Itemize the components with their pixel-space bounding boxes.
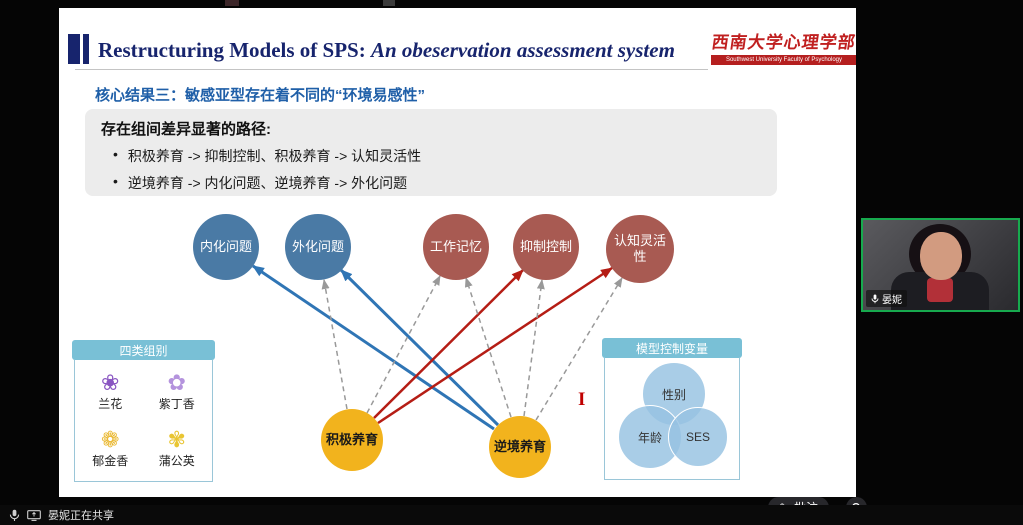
- title-accent-bars: [68, 34, 89, 64]
- slide-title-main: Restructuring Models of SPS:: [98, 38, 366, 62]
- group-label: 紫丁香: [158, 397, 195, 412]
- group-label: 郁金香: [92, 453, 129, 468]
- tulip-icon: ❁: [101, 426, 120, 452]
- node-adverse-parenting: 逆境养育: [489, 416, 551, 478]
- arrow-positive-to-externalizing-ns: [321, 279, 348, 410]
- slide-title: Restructuring Models of SPS: An obeserva…: [98, 38, 718, 63]
- significant-pathways-box: 存在组间差异显著的路径: • 积极养育 -> 抑制控制、积极养育 -> 认知灵活…: [85, 109, 777, 196]
- university-logo-english: Southwest University Faculty of Psycholo…: [711, 55, 856, 65]
- group-orchid: ❀ 兰花: [77, 364, 144, 421]
- lilac-icon: ✿: [167, 370, 186, 396]
- mic-icon: [871, 294, 879, 303]
- venn-age: 年龄: [618, 405, 682, 469]
- screen-share-icon[interactable]: [27, 509, 41, 521]
- group-lilac: ✿ 紫丁香: [144, 364, 211, 421]
- node-externalizing-problems: 外化问题: [285, 214, 351, 280]
- arrow-positive-to-workingmemory-ns: [366, 275, 441, 414]
- sharing-status-text: 晏妮正在共享: [48, 510, 114, 522]
- participant-name-badge: 晏妮: [866, 290, 907, 307]
- group-label: 蒲公英: [158, 453, 195, 468]
- node-inhibitory-control: 抑制控制: [513, 214, 579, 280]
- title-divider: [75, 69, 708, 70]
- university-logo: 西南大学心理学部 Southwest University Faculty of…: [710, 28, 856, 65]
- university-logo-chinese: 西南大学心理学部: [710, 33, 856, 52]
- group-dandelion: ✾ 蒲公英: [144, 421, 211, 478]
- shared-slide: Restructuring Models of SPS: An obeserva…: [59, 8, 856, 497]
- window-artifact: [383, 0, 395, 6]
- slide-title-italic: An obeservation assessment system: [370, 38, 675, 62]
- bullet-dot: •: [113, 146, 118, 162]
- flower-grid: ❀ 兰花 ✿ 紫丁香 ❁ 郁金香 ✾ 蒲公英: [75, 360, 212, 481]
- pathways-title: 存在组间差异显著的路径:: [101, 121, 271, 138]
- arrow-adverse-to-inhibitory-ns: [523, 279, 545, 417]
- arrow-adverse-to-internalizing: [252, 264, 495, 431]
- pathway-item: • 逆境养育 -> 内化问题、逆境养育 -> 外化问题: [113, 173, 761, 193]
- meeting-status-bar: 晏妮正在共享: [0, 505, 1023, 525]
- groups-legend-title: 四类组别: [72, 340, 215, 360]
- slide-heading: 核心结果三：敏感亚型存在着不同的“环境易感性”: [95, 87, 426, 104]
- venn-ses: SES: [668, 407, 728, 467]
- group-tulip: ❁ 郁金香: [77, 421, 144, 478]
- window-artifact: [225, 0, 239, 6]
- control-variables-title: 模型控制变量: [602, 338, 742, 358]
- arrow-adverse-to-workingmemory-ns: [464, 277, 512, 418]
- mic-status-icon[interactable]: [9, 509, 20, 522]
- avatar-scarf: [927, 278, 953, 302]
- significance-marker: I: [578, 389, 586, 410]
- participant-name: 晏妮: [882, 295, 902, 306]
- arrow-adverse-to-externalizing: [339, 268, 500, 427]
- control-variables-box: 模型控制变量 性别 年龄 SES: [602, 338, 742, 480]
- pathway-text: 逆境养育 -> 内化问题、逆境养育 -> 外化问题: [127, 175, 408, 191]
- node-positive-parenting: 积极养育: [321, 409, 383, 471]
- node-internalizing-problems: 内化问题: [193, 214, 259, 280]
- participant-video-tile[interactable]: 晏妮: [861, 218, 1020, 312]
- node-cognitive-flexibility: 认知灵活性: [606, 215, 674, 283]
- avatar-face: [920, 232, 962, 280]
- bullet-dot: •: [113, 173, 118, 189]
- pathway-item: • 积极养育 -> 抑制控制、积极养育 -> 认知灵活性: [113, 146, 761, 166]
- arrow-positive-to-inhibitory: [373, 269, 524, 419]
- arrow-positive-to-flexibility: [377, 266, 613, 425]
- groups-legend-box: 四类组别 ❀ 兰花 ✿ 紫丁香 ❁ 郁金香 ✾: [72, 340, 215, 482]
- group-label: 兰花: [98, 397, 123, 412]
- node-working-memory: 工作记忆: [423, 214, 489, 280]
- dandelion-icon: ✾: [167, 426, 186, 452]
- pathway-text: 积极养育 -> 抑制控制、积极养育 -> 认知灵活性: [127, 148, 422, 164]
- orchid-icon: ❀: [101, 370, 120, 396]
